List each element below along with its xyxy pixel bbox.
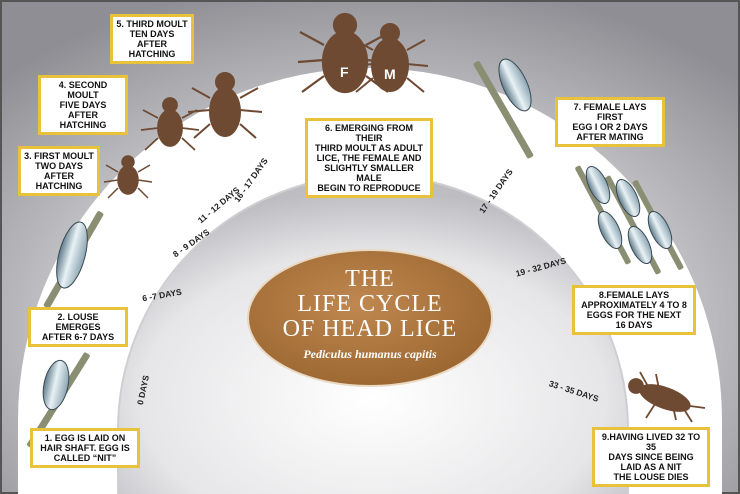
- nit-hatching-stage-2: [43, 211, 104, 309]
- female-marker: F: [340, 64, 349, 80]
- stage-label-4: 4. SECOND MOULT FIVE DAYS AFTER HATCHING: [38, 75, 128, 135]
- title-line-3: OF HEAD LICE: [282, 316, 458, 342]
- dead-louse: [628, 371, 706, 423]
- title-oval: [247, 249, 493, 387]
- stage-label-6: 6. EMERGING FROM THEIR THIRD MOULT AS AD…: [305, 118, 433, 198]
- adult-female-louse: [297, 12, 393, 94]
- stage-label-9: 9.HAVING LIVED 32 TO 35 DAYS SINCE BEING…: [592, 427, 710, 487]
- stage-label-3: 3. FIRST MOULT TWO DAYS AFTER HATCHING: [18, 146, 100, 196]
- title-line-2: LIFE CYCLE: [297, 291, 443, 317]
- stage-label-7: 7. FEMALE LAYS FIRST EGG I OR 2 DAYS AFT…: [555, 97, 665, 147]
- stage-label-2: 2. LOUSE EMERGES AFTER 6-7 DAYS: [28, 307, 128, 347]
- nits-stage-8: [575, 165, 684, 275]
- nymph-first-moult: [103, 155, 153, 199]
- adult-male-louse: [351, 23, 429, 93]
- nymph-second-moult: [140, 97, 200, 151]
- nymph-third-moult: [187, 72, 263, 139]
- stage-label-5: 5. THIRD MOULT TEN DAYS AFTER HATCHING: [110, 14, 194, 64]
- stage-label-1: 1. EGG IS LAID ON HAIR SHAFT. EGG IS CAL…: [30, 428, 140, 468]
- title-line-1: THE: [345, 266, 395, 292]
- nit-on-hair-stage-1: [27, 352, 90, 449]
- male-marker: M: [384, 66, 396, 82]
- subtitle: Pediculus humanus capitis: [303, 347, 437, 361]
- stage-label-8: 8.FEMALE LAYS APPROXIMATELY 4 TO 8 EGGS …: [572, 285, 696, 335]
- nit-stage-7: [473, 58, 534, 159]
